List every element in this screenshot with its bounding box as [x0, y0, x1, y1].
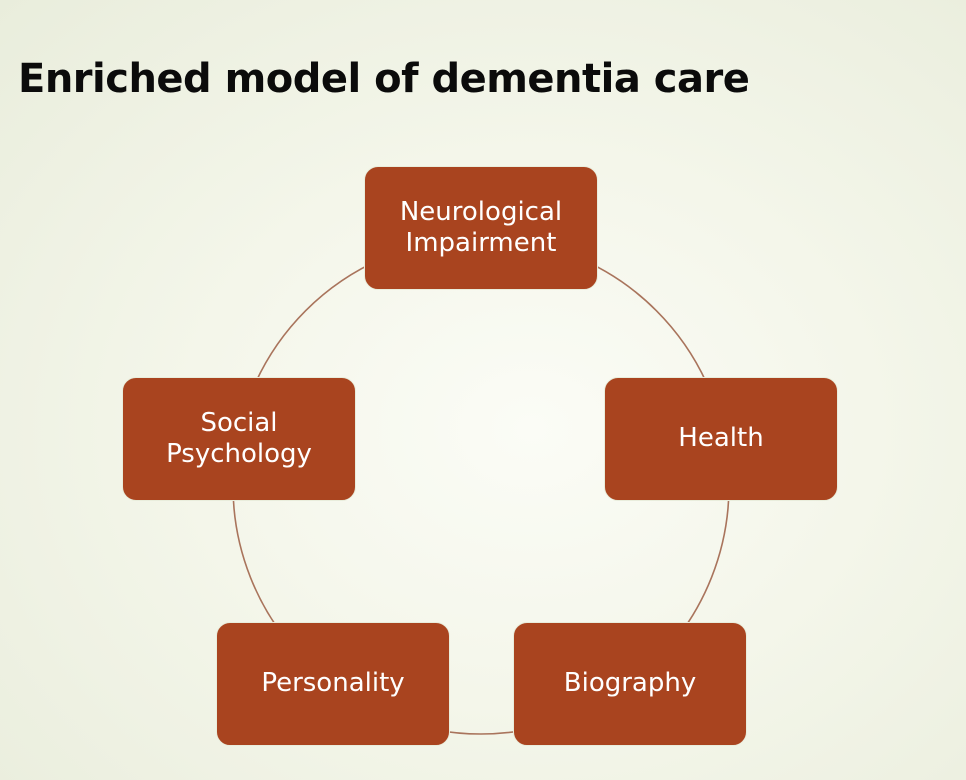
node-health: Health [604, 377, 838, 501]
slide-title: Enriched model of dementia care [18, 56, 750, 102]
node-biography: Biography [513, 622, 747, 746]
node-neurological-impairment: Neurological Impairment [364, 166, 598, 290]
node-personality: Personality [216, 622, 450, 746]
node-social-psychology: Social Psychology [122, 377, 356, 501]
